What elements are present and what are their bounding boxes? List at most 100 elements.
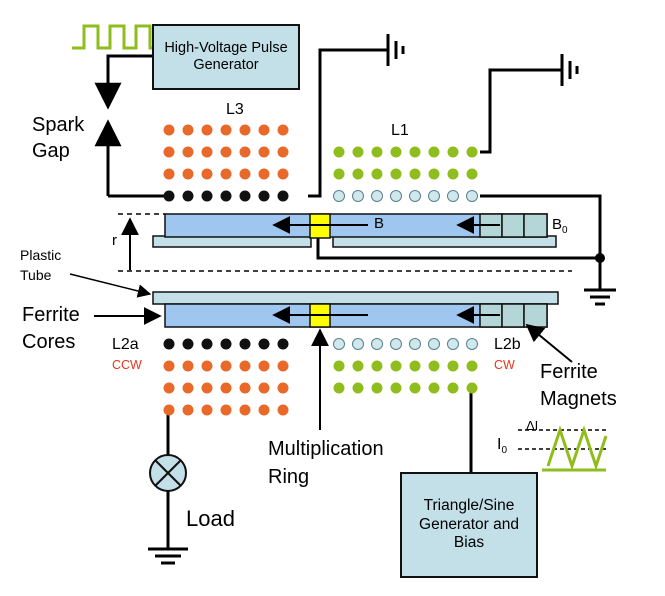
l2b-lightblue-coil-dot bbox=[371, 338, 383, 350]
hv-output-wire bbox=[94, 54, 152, 110]
l3-coil-dot bbox=[163, 146, 175, 158]
l2b-lightblue-coil-dot bbox=[333, 338, 345, 350]
l2b-coil-dot bbox=[466, 360, 478, 372]
l3-coil-dot bbox=[239, 146, 251, 158]
l2a-coil-dot bbox=[201, 382, 213, 394]
l2b-coil-dot bbox=[352, 360, 364, 372]
l1-ground-wire bbox=[480, 68, 562, 154]
l3-label: L3 bbox=[226, 101, 244, 118]
cw-label: CW bbox=[494, 358, 515, 372]
l1-coil-dot bbox=[352, 168, 364, 180]
l3-coil-dot bbox=[163, 124, 175, 136]
l1-lightblue-coil-dot bbox=[390, 190, 402, 202]
l2a-black-coil-dot bbox=[277, 338, 289, 350]
spark-gap-label-1: Spark bbox=[32, 114, 85, 136]
ferrite-magnets-pointer bbox=[525, 323, 573, 363]
l2a-coil-dot bbox=[163, 404, 175, 416]
l1-coil-dot bbox=[447, 168, 459, 180]
l2b-label: L2b bbox=[494, 336, 521, 353]
l2b-coil-dot bbox=[409, 360, 421, 372]
triangle-generator-label: Triangle/Sine Generator and Bias bbox=[419, 497, 519, 552]
l2b-coil-dot bbox=[428, 360, 440, 372]
l2a-black-coil-dot bbox=[163, 338, 175, 350]
l1-coil-dot bbox=[466, 146, 478, 158]
l2a-coil-dot bbox=[239, 404, 251, 416]
coil-windings bbox=[163, 124, 478, 416]
l2b-coil-dot bbox=[466, 382, 478, 394]
ground-icon bbox=[148, 547, 188, 565]
l1-coil-dot bbox=[390, 146, 402, 158]
l2b-coil-dot bbox=[371, 382, 383, 394]
l1-lightblue-coil-dot bbox=[333, 190, 345, 202]
l1-coil-dot bbox=[333, 168, 345, 180]
triangle-wave-icon bbox=[546, 425, 608, 471]
l2a-coil-dot bbox=[182, 360, 194, 372]
l2a-coil-dot bbox=[220, 360, 232, 372]
l1-lightblue-coil-dot bbox=[466, 190, 478, 202]
ground-bus-wire bbox=[316, 234, 600, 260]
l3-black-coil-dot bbox=[220, 190, 232, 202]
l2a-coil-dot bbox=[239, 382, 251, 394]
r-label: r bbox=[112, 232, 117, 249]
l1-coil-dot bbox=[371, 146, 383, 158]
l2a-coil-dot bbox=[239, 360, 251, 372]
i0-sub: 0 bbox=[501, 445, 508, 457]
ccw-label: CCW bbox=[112, 358, 142, 372]
l2a-black-coil-dot bbox=[239, 338, 251, 350]
l3-coil-dot bbox=[258, 146, 270, 158]
l3-black-coil-dot bbox=[277, 190, 289, 202]
ground-icon bbox=[386, 34, 405, 66]
l3-coil-dot bbox=[239, 168, 251, 180]
l3-coil-dot bbox=[182, 124, 194, 136]
l2a-black-coil-dot bbox=[220, 338, 232, 350]
lower-plastic-tube bbox=[152, 291, 559, 305]
l3-coil-dot bbox=[258, 124, 270, 136]
l1-label: L1 bbox=[391, 122, 409, 139]
l2a-coil-dot bbox=[277, 360, 289, 372]
b0-main: B bbox=[552, 216, 563, 233]
triangle-generator-box: Triangle/Sine Generator and Bias bbox=[400, 472, 538, 578]
l1-lightblue-coil-dot bbox=[447, 190, 459, 202]
l3-coil-dot bbox=[239, 124, 251, 136]
lower-ferrite-magnets bbox=[479, 303, 548, 328]
l2a-coil-dot bbox=[277, 382, 289, 394]
pulse-train-icon bbox=[72, 24, 158, 50]
l2b-coil-dot bbox=[390, 360, 402, 372]
l2a-coil-dot bbox=[182, 382, 194, 394]
l2a-coil-dot bbox=[277, 404, 289, 416]
b0-sub: 0 bbox=[562, 225, 568, 236]
ground-icon bbox=[560, 54, 579, 86]
load-label: Load bbox=[186, 506, 235, 531]
ferrite-magnets-label-1: Ferrite bbox=[540, 361, 598, 383]
l2a-coil-dot bbox=[163, 360, 175, 372]
l2a-coil-dot bbox=[220, 404, 232, 416]
l2a-coil-dot bbox=[220, 382, 232, 394]
l2b-coil-dot bbox=[352, 382, 364, 394]
l3-black-coil-dot bbox=[201, 190, 213, 202]
l2a-coil-dot bbox=[258, 382, 270, 394]
l2b-lightblue-coil-dot bbox=[390, 338, 402, 350]
l2b-lightblue-coil-dot bbox=[409, 338, 421, 350]
l2b-coil-dot bbox=[333, 360, 345, 372]
plastic-tube-label-2: Tube bbox=[20, 267, 52, 283]
l2a-black-coil-dot bbox=[258, 338, 270, 350]
l3-coil-dot bbox=[277, 124, 289, 136]
ferrite-cores-label-2: Cores bbox=[22, 331, 76, 353]
l2a-coil-dot bbox=[182, 404, 194, 416]
b0-label: B0 bbox=[552, 216, 568, 236]
l3-coil-dot bbox=[277, 168, 289, 180]
l1-coil-dot bbox=[428, 146, 440, 158]
l1-coil-dot bbox=[409, 146, 421, 158]
hv-pulse-generator-box: High-Voltage Pulse Generator bbox=[152, 24, 300, 90]
lamp-load-icon bbox=[149, 454, 187, 492]
l2b-lightblue-coil-dot bbox=[447, 338, 459, 350]
l1-lightblue-coil-dot bbox=[409, 190, 421, 202]
l3-black-coil-dot bbox=[163, 190, 175, 202]
l2b-coil-dot bbox=[409, 382, 421, 394]
hv-pulse-generator-label: High-Voltage Pulse Generator bbox=[164, 39, 288, 73]
l2a-coil-dot bbox=[201, 360, 213, 372]
l1-coil-dot bbox=[390, 168, 402, 180]
l3-coil-dot bbox=[201, 168, 213, 180]
l3-black-coil-dot bbox=[258, 190, 270, 202]
